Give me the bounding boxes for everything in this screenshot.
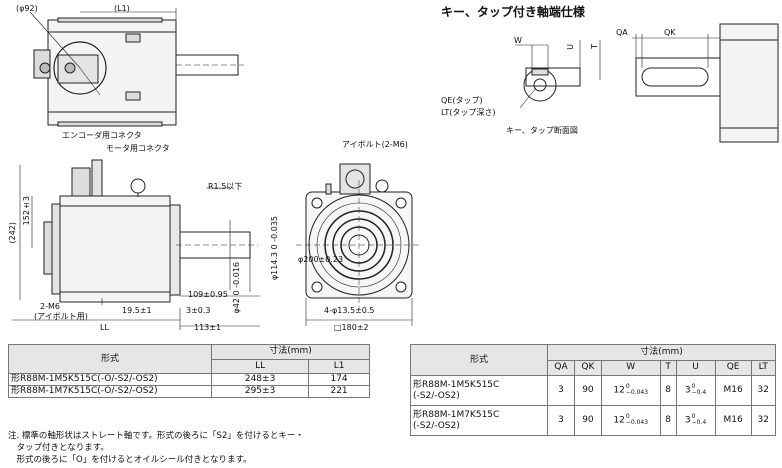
- t2-w-tol-upper: 0: [625, 383, 630, 391]
- t2-lt: 32: [750, 405, 777, 436]
- dim-phi42: φ42 0 -0.016: [232, 262, 241, 313]
- key-label-qk: QK: [664, 28, 676, 37]
- t2-w: 120−0.043: [600, 375, 661, 406]
- dim-ll: LL: [100, 323, 109, 332]
- dim-sq180: □180±2: [334, 323, 369, 332]
- key-section-view: [515, 40, 601, 109]
- t1-model: 形R88M-1M5K515C(-O/-S2/-OS2): [8, 373, 212, 386]
- t1-l1-value: 221: [308, 385, 370, 398]
- t2-model-line1: 形R88M-1M5K515C: [413, 379, 500, 390]
- t2-qa: 3: [546, 405, 576, 436]
- t2-w: 120−0.043: [600, 405, 661, 436]
- t2-u-tol-lower: −0.4: [691, 419, 707, 427]
- key-spec-title: キー、タップ付き軸端仕様: [441, 5, 585, 19]
- t2-w-tol-lower: −0.043: [625, 389, 649, 397]
- t1-col-ll: LL: [210, 358, 310, 374]
- key-label-lt: LT(タップ深さ): [441, 108, 496, 117]
- note-line-3: 形式の後ろに「O」を付けるとオイルシール付きとなります。: [8, 455, 252, 465]
- t2-model-line2: (-S2/-OS2): [413, 420, 460, 431]
- dim-r15: R1.5以下: [208, 182, 243, 191]
- t1-model: 形R88M-1M7K515C(-O/-S2/-OS2): [8, 385, 212, 398]
- label-motor-connector: モータ用コネクタ: [106, 144, 170, 153]
- dimension-table-2: 形式 寸法(mm) QA QK W T U QE LT 形R88M-1M5K51…: [410, 344, 777, 436]
- dim-phi1143: φ114.3 0 -0.035: [270, 216, 279, 280]
- t2-w-tol-upper: 0: [625, 413, 630, 421]
- dim-l1: (L1): [114, 4, 130, 13]
- dim-hole: 4-φ13.5±0.5: [324, 306, 375, 315]
- dim-phi92: (φ92): [16, 4, 38, 13]
- motor-side-view: [12, 159, 260, 330]
- t2-lt: 32: [750, 375, 777, 406]
- note-line-1: 注. 標準の軸形状はストレート軸です。形式の後ろに「S2」を付けるとキー・: [8, 431, 304, 441]
- t2-dim-header: 寸法(mm): [547, 344, 776, 361]
- t2-col-qe: QE: [714, 359, 752, 376]
- t2-model: 形R88M-1M5K515C(-S2/-OS2): [410, 375, 548, 406]
- dim-113: 113±1: [194, 323, 222, 332]
- t2-col-u: U: [675, 359, 716, 376]
- dim-242: (242): [8, 222, 17, 244]
- dim-phi1143-tol: 0 -0.035: [270, 216, 279, 250]
- t2-w-tol-lower: −0.043: [625, 419, 649, 427]
- table-row: 形R88M-1M5K515C(-S2/-OS2) 3 90 120−0.043 …: [410, 375, 777, 406]
- t2-col-t: T: [659, 359, 677, 376]
- t2-u-tol-upper: 0: [691, 413, 696, 421]
- key-label-section: キー、タップ断面図: [506, 126, 578, 135]
- t2-qk: 90: [574, 375, 602, 406]
- t1-ll-value: 295±3: [210, 385, 310, 398]
- t2-t: 8: [659, 375, 677, 406]
- t2-w-value: 12: [613, 415, 625, 426]
- t2-u-value: 3: [684, 385, 691, 396]
- t2-qe: M16: [714, 405, 752, 436]
- key-label-w: W: [514, 36, 522, 45]
- table-row: 形R88M-1M7K515C(-O/-S2/-OS2) 295±3 221: [8, 385, 370, 398]
- t2-qe: M16: [714, 375, 752, 406]
- key-label-qe: QE(タップ): [441, 96, 483, 105]
- note-line-2: タップ付きとなります。: [8, 443, 109, 453]
- t2-u-tol-upper: 0: [691, 383, 696, 391]
- label-eyebolt: アイボルト(2-M6): [342, 140, 408, 149]
- t1-dim-header: 寸法(mm): [211, 344, 370, 360]
- key-label-u: U: [566, 44, 575, 50]
- dimension-drawing: [12, 8, 779, 330]
- t2-qk: 90: [574, 405, 602, 436]
- t2-u-value: 3: [684, 415, 691, 426]
- t2-col-qk: QK: [574, 359, 602, 376]
- t2-col-w: W: [600, 359, 661, 376]
- label-encoder-connector: エンコーダ用コネクタ: [62, 131, 142, 140]
- t2-col-qa: QA: [546, 359, 576, 376]
- dim-19-5: 19.5±1: [122, 306, 152, 315]
- dim-109: 109±0.95: [188, 290, 228, 299]
- table-row: 形R88M-1M5K515C(-O/-S2/-OS2) 248±3 174: [8, 373, 370, 386]
- key-label-t: T: [590, 44, 599, 49]
- t2-model: 形R88M-1M7K515C(-S2/-OS2): [410, 405, 548, 436]
- shaft-side-view: [632, 23, 779, 143]
- t1-l1-value: 174: [308, 373, 370, 386]
- dim-phi42-tol: 0 -0.016: [232, 262, 241, 296]
- dim-m6-sub: (アイボルト用): [34, 312, 88, 321]
- t2-w-value: 12: [613, 385, 625, 396]
- dim-phi1143-value: φ114.3: [270, 251, 279, 281]
- t2-col-lt: LT: [750, 359, 777, 376]
- t2-model-header: 形式: [410, 344, 548, 376]
- t2-t: 8: [659, 405, 677, 436]
- t1-model-header: 形式: [8, 344, 212, 374]
- t2-model-line2: (-S2/-OS2): [413, 390, 460, 401]
- dimension-table-1: 形式 寸法(mm) LL L1 形R88M-1M5K515C(-O/-S2/-O…: [8, 344, 370, 398]
- t1-col-l1: L1: [308, 358, 370, 374]
- dim-phi200: φ200±0.23: [298, 255, 344, 264]
- t2-model-line1: 形R88M-1M7K515C: [413, 409, 500, 420]
- table-row: 形R88M-1M7K515C(-S2/-OS2) 3 90 120−0.043 …: [410, 405, 777, 436]
- dim-152: 152±3: [22, 196, 31, 226]
- motor-top-view: [29, 8, 244, 127]
- t2-u-tol-lower: −0.4: [691, 389, 707, 397]
- t2-qa: 3: [546, 375, 576, 406]
- key-label-qa: QA: [616, 28, 628, 37]
- dim-phi42-value: φ42: [232, 297, 241, 314]
- motor-front-view: [296, 163, 420, 326]
- t2-u: 30−0.4: [675, 375, 716, 406]
- t1-ll-value: 248±3: [210, 373, 310, 386]
- dim-m6: 2-M6: [40, 302, 60, 311]
- dim-3: 3±0.3: [186, 306, 211, 315]
- t2-u: 30−0.4: [675, 405, 716, 436]
